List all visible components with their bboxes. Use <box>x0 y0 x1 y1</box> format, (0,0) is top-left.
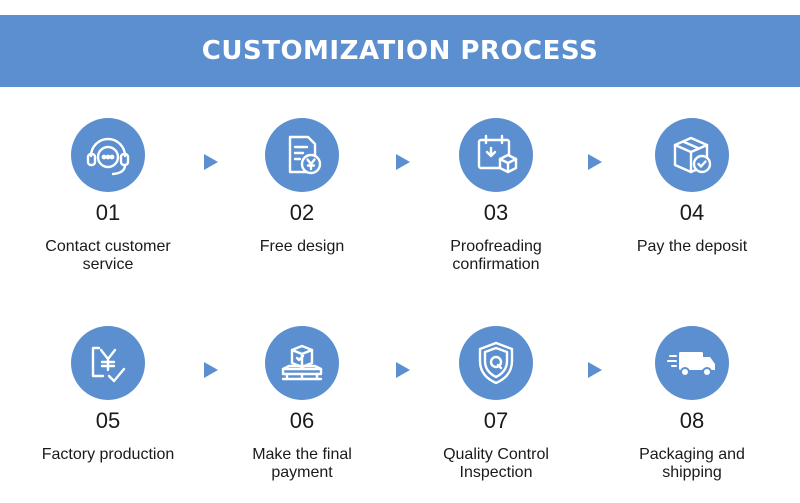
arrow-right-icon <box>204 362 218 378</box>
arrow-right-icon <box>588 154 602 170</box>
shield-q-icon <box>459 326 533 400</box>
step-number: 08 <box>679 408 705 433</box>
step-number: 01 <box>95 200 121 225</box>
step-label: Factory production <box>41 446 175 463</box>
step-number: 05 <box>95 408 121 433</box>
pallet-box-icon <box>265 326 339 400</box>
arrow-right-icon <box>396 154 410 170</box>
delivery-truck-icon <box>655 326 729 400</box>
page-title: CUSTOMIZATION PROCESS <box>201 36 599 66</box>
arrow-right-icon <box>588 362 602 378</box>
calendar-box-icon <box>459 118 533 192</box>
step-label: Pay the deposit <box>636 238 748 255</box>
header-banner: CUSTOMIZATION PROCESS <box>0 15 800 87</box>
step-04: 04 Pay the deposit <box>602 118 782 256</box>
step-number: 03 <box>483 200 509 225</box>
step-02: 02 Free design <box>212 118 392 256</box>
arrow-right-icon <box>204 154 218 170</box>
step-label: Free design <box>259 238 345 255</box>
step-number: 06 <box>289 408 315 433</box>
document-yen-icon <box>265 118 339 192</box>
step-number: 07 <box>483 408 509 433</box>
step-number: 02 <box>289 200 315 225</box>
step-05: 05 Factory production <box>18 326 198 464</box>
headset-chat-icon <box>71 118 145 192</box>
yen-check-icon <box>71 326 145 400</box>
step-number: 04 <box>679 200 705 225</box>
arrow-right-icon <box>396 362 410 378</box>
package-check-icon <box>655 118 729 192</box>
